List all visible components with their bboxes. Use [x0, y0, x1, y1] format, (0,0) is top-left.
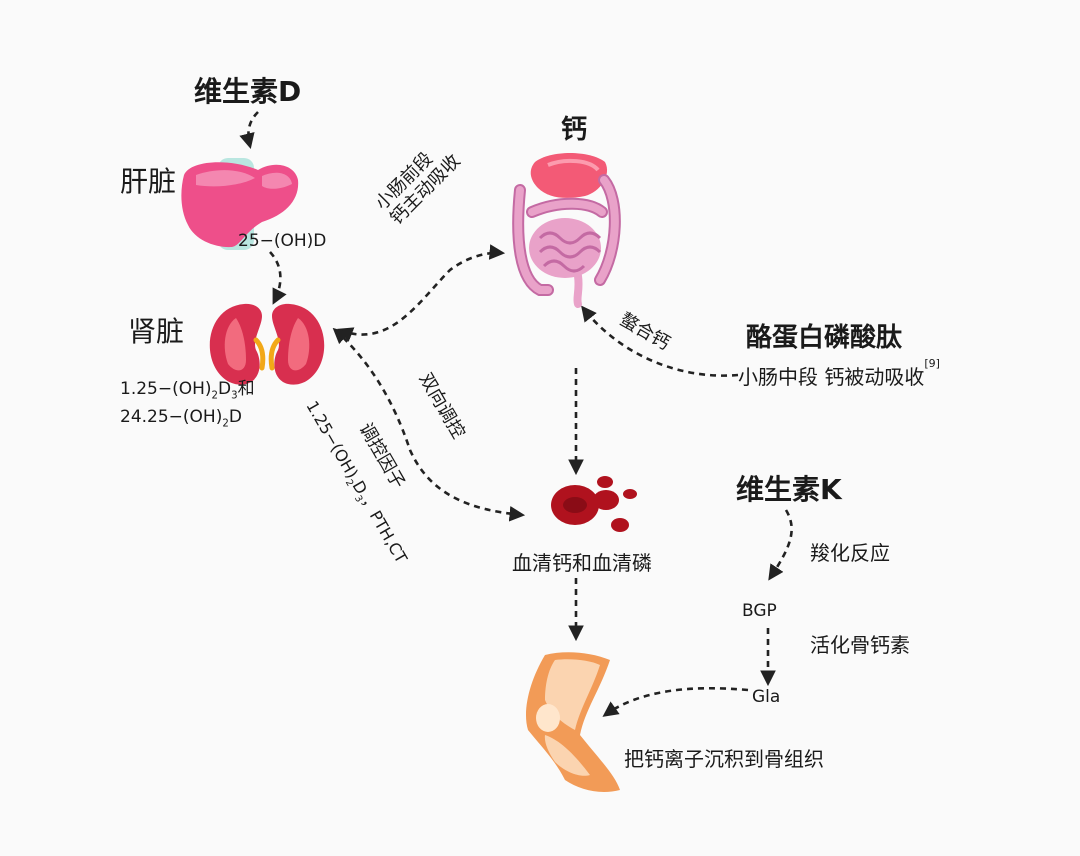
knee-joint-icon	[525, 652, 620, 792]
arrow-cpp-to-intestine	[581, 305, 739, 377]
kidney-label: 肾脏	[128, 315, 185, 348]
kidney-metabolite-1: 1.25−(OH)2D3和	[120, 379, 255, 402]
vitamin-d-label: 维生素D	[194, 75, 302, 108]
kidney-metabolite-2: 24.25−(OH)2D	[120, 407, 242, 430]
blood-cells-icon	[551, 476, 637, 532]
cpp-label: 酪蛋白磷酸肽	[746, 323, 903, 353]
carboxylation-label: 羧化反应	[810, 541, 890, 565]
cpp-note: 小肠中段 钙被动吸收[9]	[738, 357, 940, 389]
arrow-vitd-to-liver	[239, 111, 259, 150]
gla-label: Gla	[752, 687, 781, 707]
vitamin-k-label: 维生素K	[736, 473, 842, 506]
arrow-gla-to-bone	[602, 686, 749, 717]
activate-label: 活化骨钙素	[810, 633, 910, 657]
arrow-liver-to-kidney	[269, 251, 287, 305]
arrow-kidney-serum	[332, 327, 526, 522]
liver-icon	[181, 158, 299, 250]
digestive-tract-icon	[512, 153, 621, 308]
calcium-label: 钙	[561, 115, 588, 145]
serum-label: 血清钙和血清磷	[512, 551, 652, 575]
kidney-icon	[209, 303, 325, 385]
deposit-label: 把钙离子沉积到骨组织	[624, 747, 824, 771]
liver-label: 肝脏	[120, 165, 177, 198]
bgp-label: BGP	[742, 601, 777, 621]
oh-d-label: 25−(OH)D	[238, 231, 327, 251]
